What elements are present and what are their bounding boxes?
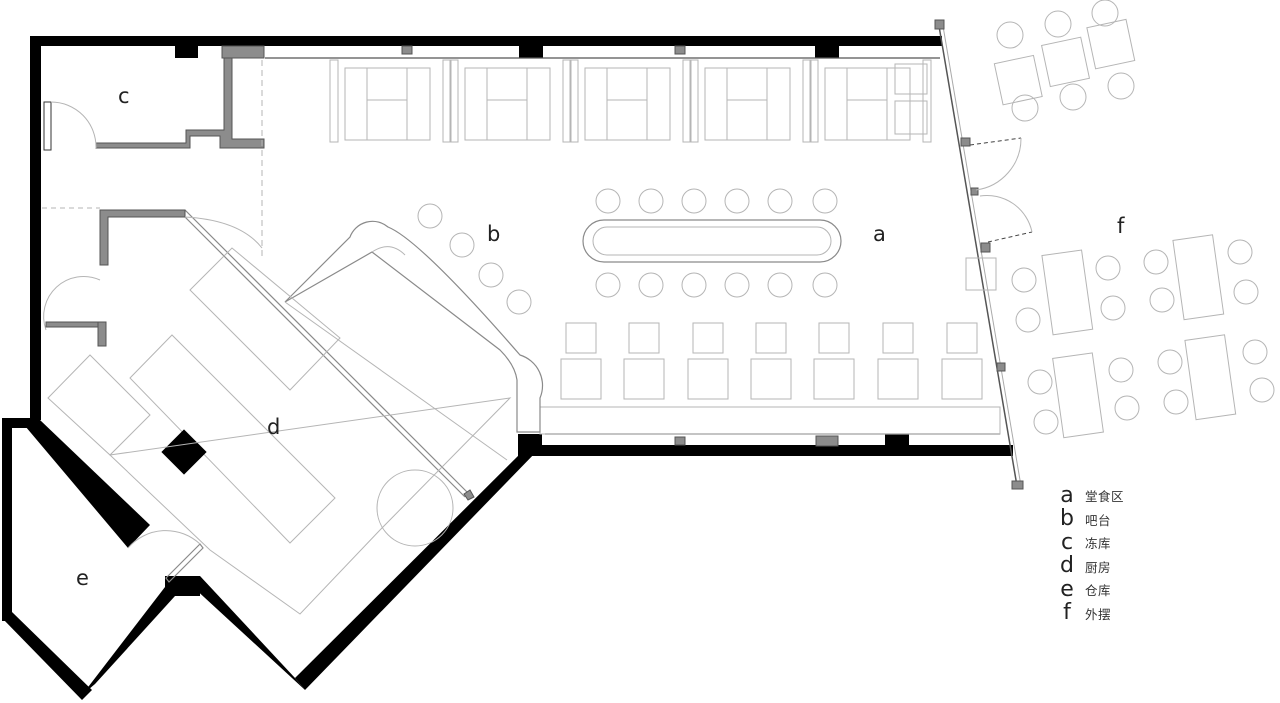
bench [539,406,1001,435]
legend-row-d: d 厨房 [1058,555,1124,579]
pillar [674,45,686,55]
facade-glass [934,19,1033,490]
cold-room-partition [95,57,265,149]
wall-bottom-right [538,445,1013,456]
legend-row-f: f 外摆 [1058,602,1124,626]
cold-room-door-swing [50,101,97,149]
bar-counter [177,203,544,501]
exterior-walls [2,36,1013,700]
cold-room-door-frame [43,101,52,151]
facade-post [970,187,979,196]
legend-zone-name: 厨房 [1085,559,1112,575]
wall-storage-top [2,418,38,428]
zone-label-d: d [267,415,280,439]
legend-letter: e [1060,576,1074,602]
legend-row-e: e 仓库 [1058,578,1124,602]
outdoor-seating [965,0,1275,439]
zone-label-c: c [118,84,130,108]
kitchen-column [161,429,207,475]
legend-letter: a [1060,482,1074,508]
pillar [815,435,839,447]
facade-post [934,19,945,30]
pillar [674,436,686,446]
wall-kitchen-diagonal-right [295,450,538,690]
top-wall-columns [175,44,940,59]
legend-row-a: a 堂食区 [1058,484,1124,508]
wall-top [30,36,942,46]
pillar [221,45,265,59]
facade-post [960,137,971,147]
zone-label-a: a [873,222,886,246]
wall-kitchen-diagonal-bottom [192,576,305,690]
cold-room-walls [43,57,265,151]
wall-storage-bottom [82,587,175,695]
zone-label-f: f [1117,214,1125,238]
legend-zone-name: 冻库 [1085,536,1112,552]
legend-zone-name: 仓库 [1085,583,1112,599]
wall-storage-corner [165,576,200,596]
legend-row-c: c 冻库 [1058,531,1124,555]
zone-label-e: e [76,566,89,590]
column [815,44,839,58]
storage-door [127,530,204,583]
bottom-tables [539,322,1001,435]
column [885,434,909,448]
legend-zone-name: 外摆 [1085,606,1112,622]
long-table [582,219,842,263]
facade-post [980,242,991,253]
top-booths [329,59,932,143]
wall-left [30,36,41,420]
legend: a 堂食区 b 吧台 c 冻库 d 厨房 e 仓库 f 外摆 [1058,484,1124,625]
wall-storage-left [2,418,12,621]
legend-letter: f [1063,600,1071,626]
zone-label-b: b [487,222,500,246]
wall-storage-left-diag [2,612,92,700]
communal-table [582,188,842,298]
legend-letter: b [1060,506,1074,532]
wall-storage-thick-diagonal [20,420,150,548]
kitchen [42,60,512,615]
legend-row-b: b 吧台 [1058,508,1124,532]
facade-post [1011,480,1024,490]
legend-letter: d [1060,553,1074,579]
facade-post [996,362,1006,372]
legend-zone-name: 堂食区 [1085,489,1125,505]
legend-letter: c [1060,529,1074,555]
column [519,44,543,58]
column [175,44,198,58]
pillar [401,45,413,55]
legend-zone-name: 吧台 [1085,512,1112,528]
